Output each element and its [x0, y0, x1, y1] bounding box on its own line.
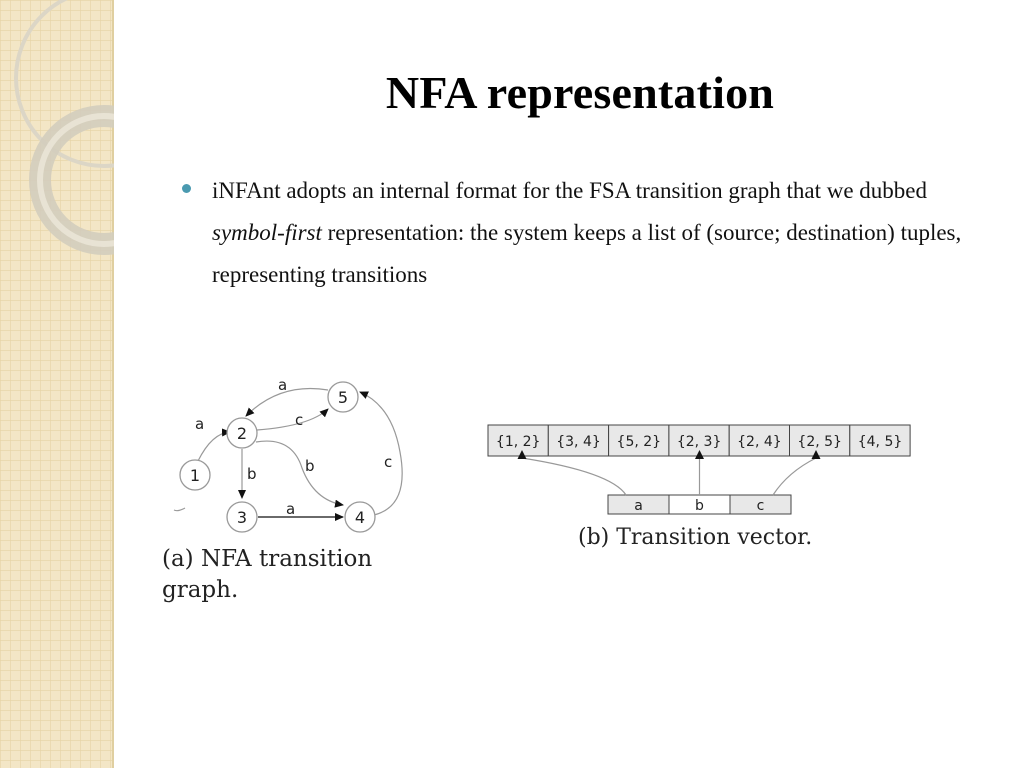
tuple-cell-7: {4, 5} — [858, 434, 903, 450]
bullet-text: iNFAnt adopts an internal format for the… — [212, 170, 982, 296]
tuple-cell-3: {5, 2} — [617, 434, 662, 450]
arrow-c-offset — [772, 450, 821, 496]
edge-label-4-5: c — [384, 453, 392, 471]
edge-4-5 — [359, 391, 403, 516]
edge-label-3-4: a — [286, 500, 295, 518]
bullet-text-part2: representation: the system keeps a list … — [212, 220, 962, 287]
state-4-label: 4 — [355, 508, 365, 527]
bullet-text-italic: symbol-first — [212, 220, 322, 245]
edge-label-1-2: a — [195, 415, 204, 433]
slide-title: NFA representation — [385, 67, 775, 118]
tuple-cell-1: {1, 2} — [496, 434, 541, 450]
state-3-label: 3 — [237, 508, 247, 527]
tuple-cell-6: {2, 5} — [797, 434, 842, 450]
transition-vector-figure: {1, 2} {3, 4} {5, 2} {2, 3} {2, 4} {2, 5… — [487, 424, 911, 550]
nfa-transition-graph: a b c a b a c 1 2 3 4 5 (a) NFA transiti… — [162, 376, 403, 603]
state-5: 5 — [327, 381, 359, 413]
figure-b-caption: (b) Transition vector. — [578, 525, 812, 550]
edge-5-2 — [245, 387, 329, 417]
tuple-cell-2: {3, 4} — [556, 434, 601, 450]
state-2: 2 — [226, 417, 258, 449]
state-5-label: 5 — [338, 388, 348, 407]
state-2-label: 2 — [237, 424, 247, 443]
state-1: 1 — [179, 459, 211, 491]
edge-label-2-4: b — [305, 457, 315, 475]
figure-a-caption-line2: graph. — [162, 577, 238, 603]
edge-label-2-3: b — [247, 465, 257, 483]
edge-label-5-2: a — [278, 376, 287, 394]
decorative-ring-large — [14, 0, 114, 168]
bullet-text-part1: iNFAnt adopts an internal format for the… — [212, 178, 927, 203]
symbol-cell-c: c — [757, 498, 765, 514]
initial-edge — [173, 507, 186, 512]
symbol-cell-a: a — [634, 498, 643, 514]
tuple-cell-5: {2, 4} — [737, 434, 782, 450]
bullet-dot-icon — [182, 184, 191, 193]
state-3: 3 — [226, 501, 258, 533]
tuple-vector: {1, 2} {3, 4} {5, 2} {2, 3} {2, 4} {2, 5… — [487, 424, 911, 457]
bullet-point: iNFAnt adopts an internal format for the… — [182, 170, 982, 296]
tuple-cell-4: {2, 3} — [677, 434, 722, 450]
figure-a-caption-line1: (a) NFA transition — [162, 546, 372, 572]
state-1-label: 1 — [190, 466, 200, 485]
state-4: 4 — [344, 501, 376, 533]
arrow-a-offset — [517, 450, 627, 496]
sidebar-pattern — [0, 0, 114, 768]
edge-2-5 — [256, 408, 329, 431]
symbol-vector: a b c — [607, 494, 792, 515]
decorative-sidebar — [0, 0, 114, 768]
edge-label-2-5: c — [295, 411, 303, 429]
symbol-cell-b: b — [695, 498, 704, 514]
edge-2-4 — [255, 440, 344, 508]
edge-1-2 — [197, 428, 231, 462]
